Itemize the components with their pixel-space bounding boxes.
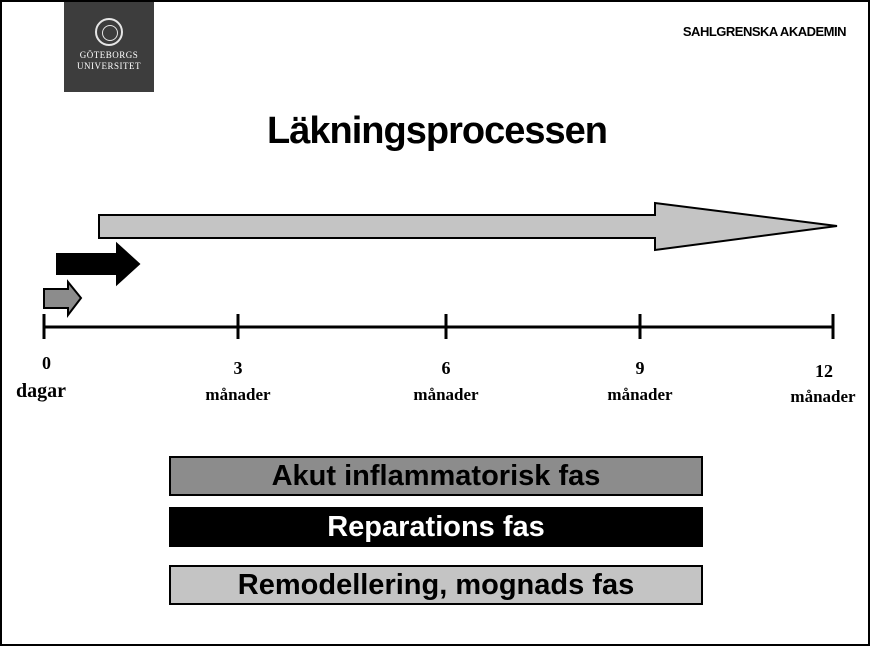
logo-line1: GÖTEBORGS <box>79 50 139 60</box>
phase-remodel-bar: Remodellering, mognads fas <box>169 565 703 605</box>
timeline-diagram: 0 dagar 3 månader 6 månader 9 månader 12 månader <box>16 201 856 406</box>
tick-unit: månader <box>413 385 479 404</box>
tick-unit: månader <box>607 385 673 404</box>
logo-line2: UNIVERSITET <box>77 61 141 71</box>
phase-remodel-label: Remodellering, mognads fas <box>237 568 635 601</box>
brand-label: SAHLGRENSKA AKADEMIN <box>682 24 847 39</box>
tick-value: 12 <box>815 361 833 381</box>
tick-unit: dagar <box>16 380 66 402</box>
remodel-arrow <box>98 201 838 252</box>
tick-value: 3 <box>234 358 243 378</box>
phase-repair-label: Reparations fas <box>327 510 545 543</box>
tick-unit: månader <box>205 385 271 404</box>
tick-value: 9 <box>636 358 645 378</box>
repair-arrow <box>56 241 141 287</box>
seal-icon <box>95 18 123 46</box>
tick-value: 0 <box>42 353 51 373</box>
phase-acute-label: Akut inflammatorisk fas <box>271 459 601 492</box>
tick-unit: månader <box>790 387 856 406</box>
phase-repair-bar: Reparations fas <box>169 507 703 547</box>
slide-title: Läkningsprocessen <box>267 110 608 152</box>
phase-acute-bar: Akut inflammatorisk fas <box>169 456 703 496</box>
acute-arrow <box>43 279 83 318</box>
university-logo: GÖTEBORGS UNIVERSITET <box>64 2 154 92</box>
tick-value: 6 <box>442 358 451 378</box>
